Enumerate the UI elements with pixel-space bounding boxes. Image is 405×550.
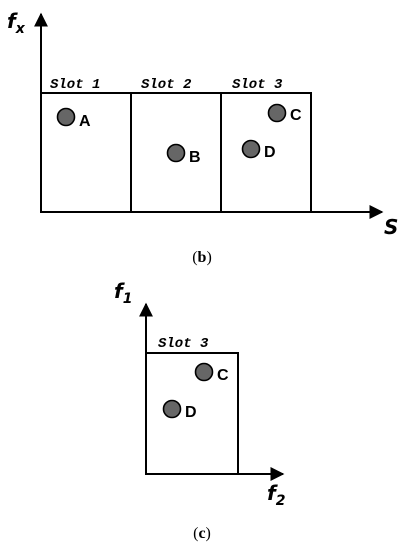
panel-c-point-c <box>194 362 214 382</box>
panel-b-point-a-label: A <box>79 113 91 130</box>
panel-b-point-b-label: B <box>189 149 201 166</box>
panel-c-point-d <box>162 399 182 419</box>
panel-b-caption-open: ( <box>192 249 197 266</box>
panel-c: f1 f2 Slot 3 C D (c) <box>114 279 285 542</box>
panel-b-point-c-label: C <box>290 107 302 124</box>
panel-c-point-d-label: D <box>185 404 197 421</box>
panel-c-x-axis-label-main: f <box>267 481 278 505</box>
panel-b-point-d <box>241 139 261 159</box>
panel-b-caption-letter: b <box>198 249 207 266</box>
panel-b-slot-1-label: Slot 1 <box>50 77 100 93</box>
panel-c-y-axis-label-main: f <box>114 279 125 303</box>
panel-b-x-axis-label: S <box>384 215 398 239</box>
panel-b-y-axis-label-main: f <box>7 9 18 33</box>
panel-c-caption-close: ) <box>206 525 211 542</box>
panel-c-x-axis-label-sub: 2 <box>276 493 286 509</box>
panel-c-slot-frame <box>145 352 239 475</box>
panel-c-point-c-label: C <box>217 367 229 384</box>
panel-b-point-a <box>56 107 76 127</box>
panel-b-y-axis-label: fx <box>7 9 26 37</box>
panel-c-caption: (c) <box>193 525 211 542</box>
panel-b-y-axis-label-sub: x <box>15 21 26 37</box>
panel-c-y-axis-label-sub: 1 <box>123 291 133 307</box>
panel-b-point-c <box>267 103 287 123</box>
panel-b: fx S Slot 1 Slot 2 Slot 3 A B C D (b) <box>7 9 398 266</box>
panel-c-slot-label: Slot 3 <box>158 336 209 352</box>
panel-b-caption-close: ) <box>206 249 211 266</box>
panel-b-point-b <box>166 143 186 163</box>
panel-b-point-d-label: D <box>264 144 276 161</box>
panel-c-caption-letter: c <box>198 525 205 542</box>
panel-c-caption-open: ( <box>193 525 198 542</box>
panel-b-slots-frame <box>40 92 312 213</box>
panel-b-slot-3-label: Slot 3 <box>232 77 283 93</box>
panel-c-x-axis-label: f2 <box>267 481 285 509</box>
panel-b-slot-2-label: Slot 2 <box>141 77 192 93</box>
panel-b-caption: (b) <box>192 249 212 266</box>
panel-c-y-axis-label: f1 <box>114 279 132 307</box>
